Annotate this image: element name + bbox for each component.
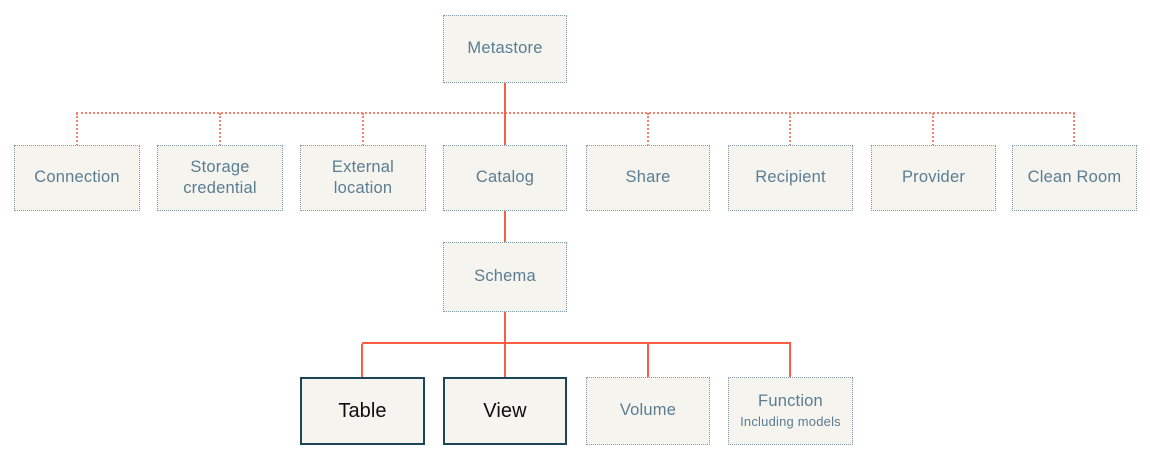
edge-drop-provider (932, 113, 934, 146)
edge-drop-table (361, 344, 363, 377)
node-connection: Connection (14, 145, 140, 211)
edge-drop-clean-room (1073, 113, 1075, 146)
node-storage-credential: Storage credential (157, 145, 283, 211)
node-volume: Volume (586, 377, 710, 445)
edge-catalog-to-schema (504, 211, 506, 242)
edge-drop-storage-credential (219, 113, 221, 146)
edge-drop-external-location (362, 113, 364, 146)
node-provider-label: Provider (901, 168, 966, 187)
node-schema: Schema (443, 242, 567, 312)
edge-metastore-children-rail (76, 112, 1075, 114)
node-storage-credential-label: Storage credential (183, 157, 257, 197)
node-recipient: Recipient (728, 145, 853, 211)
node-recipient-label: Recipient (755, 168, 826, 187)
node-table: Table (300, 377, 425, 445)
edge-drop-connection (76, 113, 78, 146)
edge-schema-to-view (504, 312, 506, 377)
edge-drop-recipient (789, 113, 791, 146)
node-external-location-label: External location (331, 157, 395, 197)
node-table-label: Table (338, 400, 387, 422)
node-metastore: Metastore (443, 15, 567, 83)
node-catalog-label: Catalog (475, 168, 535, 187)
edge-drop-function (789, 344, 791, 377)
node-volume-label: Volume (619, 401, 677, 420)
node-share: Share (586, 145, 710, 211)
node-metastore-label: Metastore (467, 39, 543, 58)
node-connection-label: Connection (34, 168, 120, 187)
edge-drop-share (647, 113, 649, 146)
edge-drop-volume (647, 344, 649, 377)
node-schema-label: Schema (474, 267, 536, 286)
node-clean-room-label: Clean Room (1027, 168, 1122, 187)
node-view: View (443, 377, 567, 445)
node-function: Function Including models (728, 377, 853, 445)
node-function-label: Function (758, 392, 823, 411)
node-share-label: Share (625, 168, 671, 187)
edge-schema-children-rail (362, 342, 791, 344)
node-view-label: View (483, 400, 527, 422)
node-catalog: Catalog (443, 145, 567, 211)
node-clean-room: Clean Room (1012, 145, 1137, 211)
node-function-sublabel: Including models (740, 413, 841, 429)
node-external-location: External location (300, 145, 426, 211)
edge-metastore-to-catalog (504, 83, 506, 146)
node-provider: Provider (871, 145, 996, 211)
